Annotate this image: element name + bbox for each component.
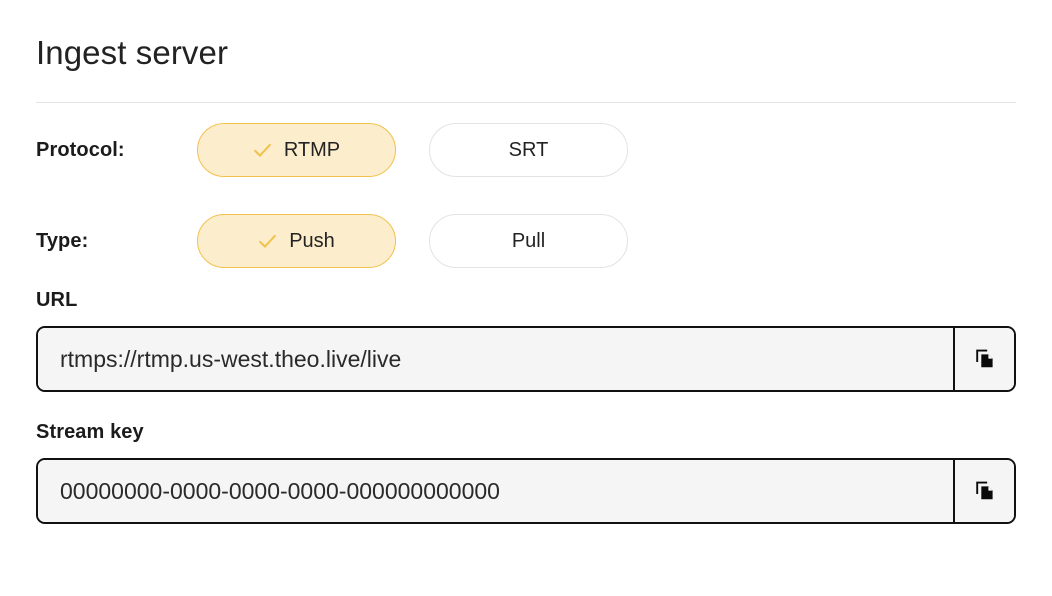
protocol-row: Protocol: RTMP SRT — [36, 103, 1016, 197]
url-input-divider — [953, 328, 955, 390]
type-row: Type: Push Pull — [36, 197, 1016, 285]
copy-url-button[interactable] — [955, 328, 1014, 390]
copy-icon — [974, 348, 996, 370]
protocol-option-rtmp[interactable]: RTMP — [197, 123, 396, 177]
protocol-option-srt[interactable]: SRT — [429, 123, 628, 177]
type-option-push-label: Push — [289, 230, 335, 252]
page-title: Ingest server — [36, 34, 229, 71]
stream-key-input-wrap: 00000000-0000-0000-0000-000000000000 — [36, 458, 1016, 524]
url-field-group: URL rtmps://rtmp.us-west.theo.live/live — [36, 289, 1016, 392]
copy-stream-key-button[interactable] — [955, 460, 1014, 522]
type-option-push[interactable]: Push — [197, 214, 396, 268]
check-icon — [253, 141, 272, 160]
protocol-option-rtmp-label: RTMP — [283, 139, 341, 161]
check-icon — [258, 232, 277, 251]
url-input[interactable]: rtmps://rtmp.us-west.theo.live/live — [38, 328, 953, 390]
copy-icon — [974, 480, 996, 502]
stream-key-input[interactable]: 00000000-0000-0000-0000-000000000000 — [38, 460, 953, 522]
type-option-pull[interactable]: Pull — [429, 214, 628, 268]
protocol-label: Protocol: — [36, 138, 125, 161]
stream-key-field-group: Stream key 00000000-0000-0000-0000-00000… — [36, 421, 1016, 524]
protocol-option-srt-label: SRT — [508, 139, 549, 161]
stream-key-field-label: Stream key — [36, 421, 144, 443]
type-option-pull-label: Pull — [511, 230, 546, 252]
ingest-server-panel: Ingest server Protocol: RTMP SRT Type: — [36, 34, 1016, 524]
url-field-label: URL — [36, 289, 78, 311]
url-input-wrap: rtmps://rtmp.us-west.theo.live/live — [36, 326, 1016, 392]
type-label: Type: — [36, 229, 89, 252]
stream-key-input-divider — [953, 460, 955, 522]
header-divider — [36, 102, 1016, 103]
